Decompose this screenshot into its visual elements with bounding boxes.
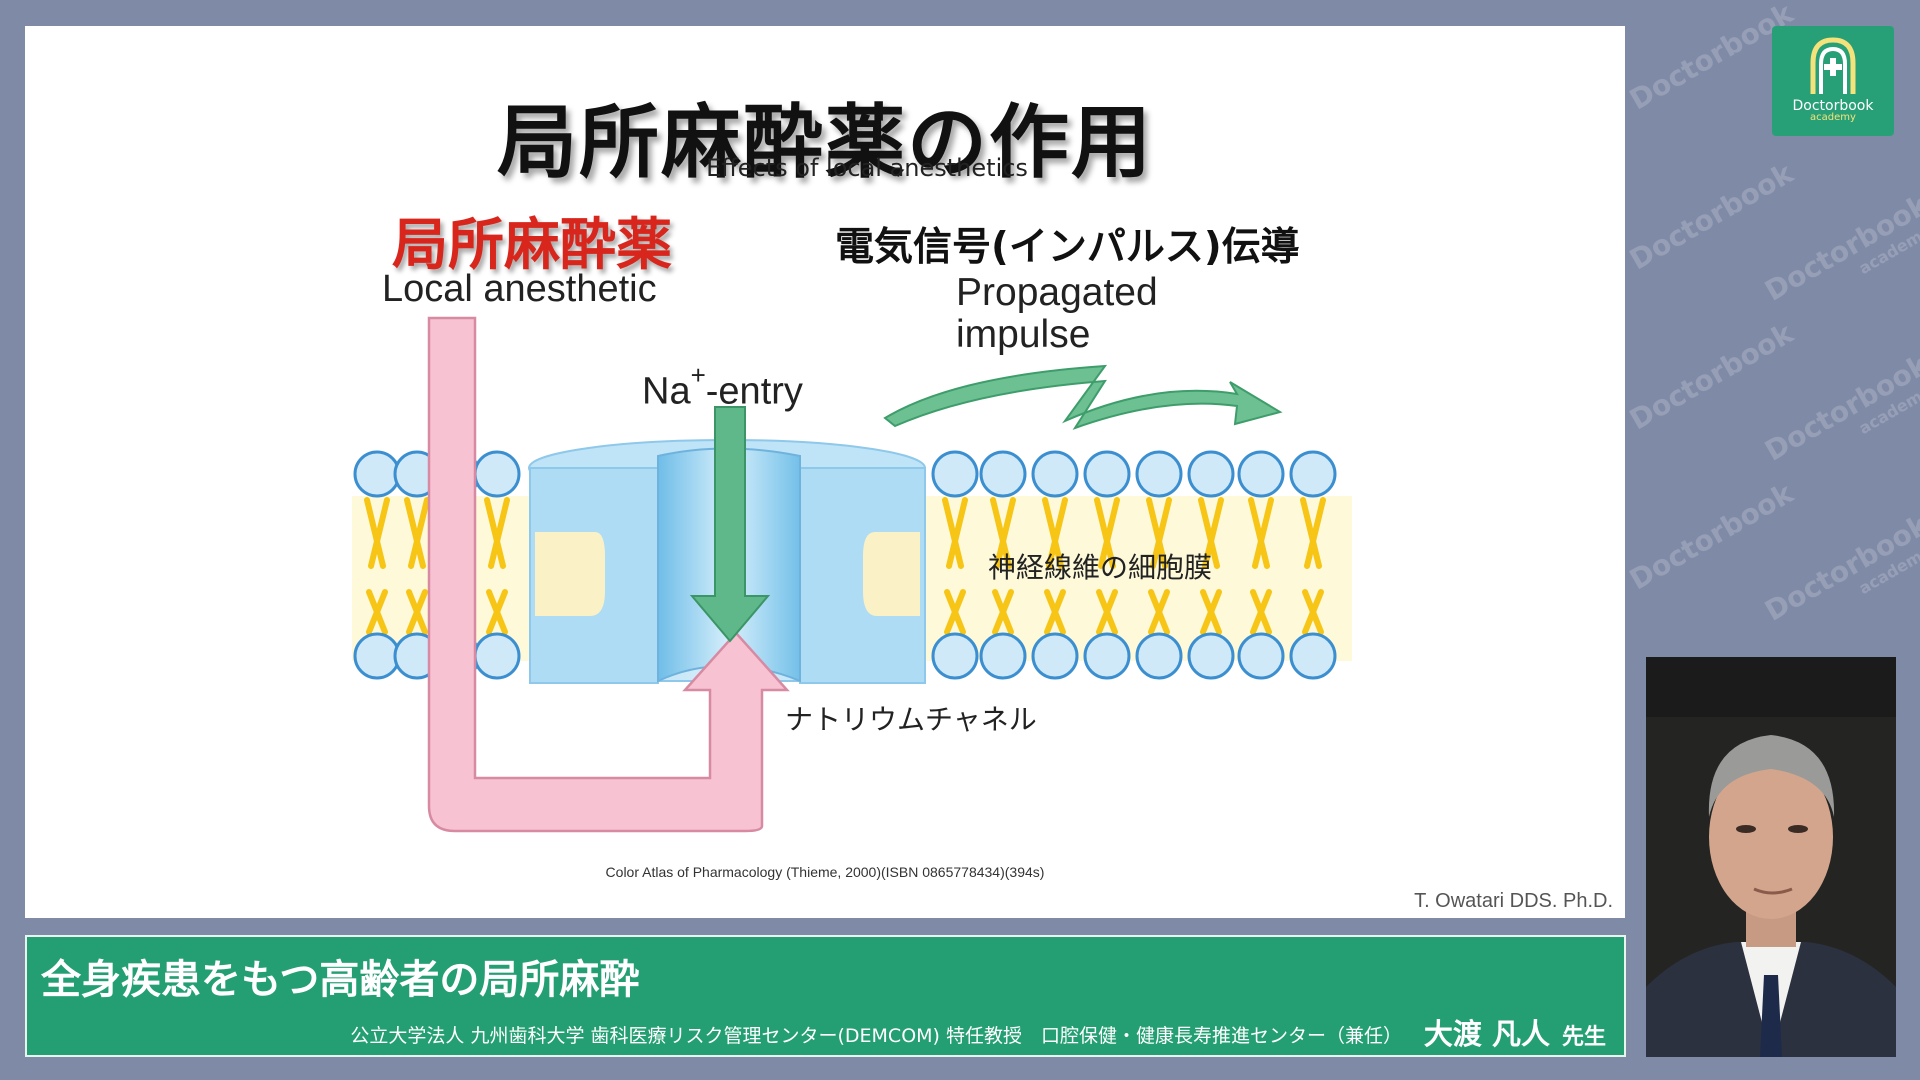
lipid-tail xyxy=(1150,497,1172,569)
na-entry-suffix: -entry xyxy=(705,370,803,413)
lipid-tail xyxy=(1248,497,1270,569)
presentation-slide: 局所麻酔薬の作用 Effects of local anesthetics 局所… xyxy=(25,26,1625,918)
membrane-label: 神経線維の細胞膜 xyxy=(988,551,1213,584)
na-symbol: Na xyxy=(642,370,691,413)
lipid-tail xyxy=(406,589,428,635)
lipid-tail xyxy=(366,589,388,635)
lipid-tail xyxy=(1250,589,1272,635)
impulse-en-line1: Propagated xyxy=(956,271,1158,314)
lipid-tail xyxy=(1148,589,1170,635)
watermark: Doctorbook xyxy=(1623,316,1799,437)
lipid-tail xyxy=(404,497,426,569)
logo-sub: academy xyxy=(1810,112,1856,123)
lipid-head xyxy=(979,632,1027,680)
lipid-head xyxy=(1031,632,1079,680)
watermark: Doctorbook xyxy=(1623,156,1799,277)
lecture-title: 全身疾患をもつ高齢者の局所麻酔 xyxy=(41,957,640,1003)
lipid-head xyxy=(1187,450,1235,498)
lipid-head xyxy=(1237,450,1285,498)
lipid-head xyxy=(931,450,979,498)
lipid-head xyxy=(1031,450,1079,498)
local-anesthetic-pathway-arrow xyxy=(427,316,790,833)
lipid-tail xyxy=(992,589,1014,635)
lipid-tail xyxy=(1198,497,1220,569)
na-entry-label: Na+-entry xyxy=(642,360,803,414)
lipid-tail xyxy=(364,497,386,569)
impulse-en-label: Propagated impulse xyxy=(956,272,1158,356)
doctorbook-logo: Doctorbook academy xyxy=(1772,26,1894,136)
lipid-head xyxy=(473,632,521,680)
lipid-tail xyxy=(488,497,510,569)
presenter-video xyxy=(1646,657,1896,1057)
lipid-tail xyxy=(990,497,1012,569)
author-credit: T. Owatari DDS. Ph.D. xyxy=(1414,890,1613,912)
lipid-tail xyxy=(368,497,390,569)
lipid-tail xyxy=(1044,589,1066,635)
lipid-tail xyxy=(486,589,508,635)
speaker-honorific: 先生 xyxy=(1561,1025,1606,1050)
lipid-tail xyxy=(1146,497,1168,569)
lipid-tail xyxy=(1094,497,1116,569)
speaker-name: 大渡 凡人 xyxy=(1423,1017,1550,1051)
local-anesthetic-en-label: Local anesthetic xyxy=(382,268,657,310)
lipid-tail xyxy=(1304,497,1326,569)
lipid-head xyxy=(1237,632,1285,680)
lipid-tail xyxy=(408,497,430,569)
lipid-head xyxy=(1187,632,1235,680)
slide-subtitle: Effects of local anesthetics xyxy=(706,154,1028,182)
slide-title: 局所麻酔薬の作用 xyxy=(497,96,1153,189)
lipid-tail xyxy=(484,497,506,569)
lipid-tail xyxy=(1252,497,1274,569)
citation: Color Atlas of Pharmacology (Thieme, 200… xyxy=(605,864,1045,880)
lipid-head xyxy=(1289,632,1337,680)
lipid-head xyxy=(931,632,979,680)
lipid-tail xyxy=(1096,589,1118,635)
propagated-impulse-arrow xyxy=(883,364,1283,430)
na-entry-arrow xyxy=(689,406,771,643)
watermark: Doctorbook xyxy=(1623,476,1799,597)
logo-icon xyxy=(1810,37,1856,94)
impulse-en-line2: impulse xyxy=(956,313,1091,356)
lipid-tail xyxy=(994,497,1016,569)
local-anesthetic-jp-label: 局所麻酔薬 xyxy=(392,213,672,278)
lipid-tail xyxy=(942,497,964,569)
na-charge: + xyxy=(690,360,706,390)
impulse-jp-label: 電気信号(インパルス)伝導 xyxy=(835,225,1300,270)
lipid-head xyxy=(353,632,401,680)
lipid-tail xyxy=(946,497,968,569)
lipid-head xyxy=(353,450,401,498)
lipid-tail xyxy=(1300,497,1322,569)
lipid-tail xyxy=(1200,589,1222,635)
lipid-tail xyxy=(1042,497,1064,569)
lipid-head xyxy=(979,450,1027,498)
channel-label: ナトリウムチャネル xyxy=(785,703,1037,736)
lipid-head xyxy=(1083,450,1131,498)
sodium-channel-diagram xyxy=(352,316,1352,833)
lipid-tail xyxy=(1098,497,1120,569)
lecture-banner: 全身疾患をもつ高齢者の局所麻酔 公立大学法人 九州歯科大学 歯科医療リスク管理セ… xyxy=(25,935,1626,1057)
lipid-head xyxy=(1083,632,1131,680)
lipid-head xyxy=(473,450,521,498)
lipid-tail xyxy=(1302,589,1324,635)
lipid-head xyxy=(1135,450,1183,498)
speaker-affiliation: 公立大学法人 九州歯科大学 歯科医療リスク管理センター(DEMCOM) 特任教授… xyxy=(350,1025,1402,1047)
lipid-tail xyxy=(944,589,966,635)
lipid-tail xyxy=(1046,497,1068,569)
lipid-tail xyxy=(1202,497,1224,569)
logo-name: Doctorbook xyxy=(1792,98,1874,114)
presenter-figure xyxy=(1646,657,1896,1057)
lipid-head xyxy=(1135,632,1183,680)
lipid-head xyxy=(1289,450,1337,498)
